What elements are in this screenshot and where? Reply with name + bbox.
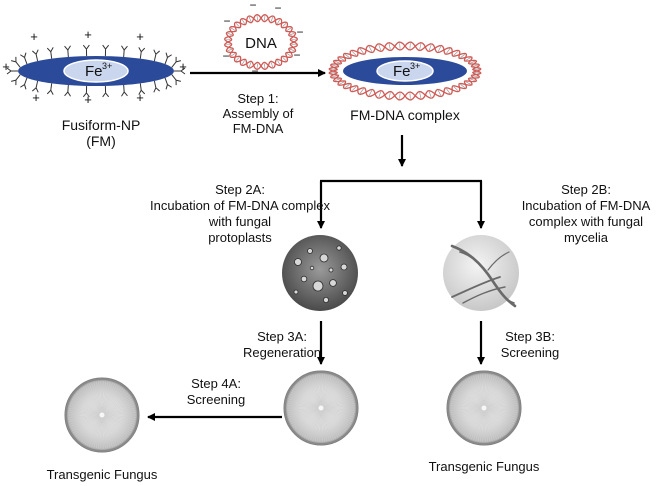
step2a-line3: with fungal (208, 214, 271, 229)
step1-line2: Assembly of (223, 106, 294, 121)
step3a-line1: Step 3A: (257, 329, 307, 344)
minus-sign: − (222, 49, 229, 63)
plus-sign: + (30, 29, 38, 44)
plus-sign: + (136, 29, 144, 44)
step3b-line2: Screening (501, 345, 560, 360)
negative-charges: − − − − − − − (222, 0, 303, 78)
plus-sign: + (84, 27, 92, 42)
step2a-line2: Incubation of FM-DNA complex (150, 198, 330, 213)
minus-sign: − (249, 0, 256, 12)
dna-plasmid: DNA − − − − − − − (222, 0, 303, 78)
plus-sign: + (136, 90, 144, 105)
step3a-line2: Regeneration (243, 345, 321, 360)
step2b-line4: mycelia (564, 230, 609, 245)
complex-fe-superscript: 3+ (410, 61, 420, 71)
step1-line3: FM-DNA (233, 121, 284, 136)
branch-arrows (317, 135, 485, 229)
culture-plate-left (64, 377, 140, 453)
dna-label: DNA (245, 35, 277, 52)
step2b-line1: Step 2B: (561, 182, 611, 197)
culture-plate-center (283, 370, 359, 446)
result-left-label: Transgenic Fungus (47, 467, 158, 482)
positive-charges: + + + + + + + + (2, 27, 187, 107)
fm-name-line1: Fusiform-NP (62, 117, 141, 133)
step2b-line3: complex with fungal (529, 214, 643, 229)
minus-sign: − (223, 14, 230, 28)
dna-wrap-icon (328, 41, 482, 101)
fe-core-superscript: 3+ (102, 61, 112, 71)
plus-sign: + (32, 90, 40, 105)
step4a-line1: Step 4A: (191, 376, 241, 391)
step4a-line2: Screening (187, 392, 246, 407)
step2a-line4: protoplasts (208, 230, 272, 245)
complex-fe-core (376, 60, 434, 82)
fe-core (63, 59, 129, 83)
minus-sign: − (251, 64, 258, 78)
result-right-label: Transgenic Fungus (429, 459, 540, 474)
protoplast-micrograph (282, 235, 358, 311)
minus-sign: − (293, 48, 300, 62)
fe-core-label: Fe (85, 63, 103, 80)
step1-line1: Step 1: (237, 91, 278, 106)
fm-nanoparticle: Fe 3+ + + + + + + + + Fusiform-NP (FM) (2, 27, 187, 149)
step3b-line1: Step 3B: (505, 329, 555, 344)
culture-plate-right (446, 370, 522, 446)
plus-sign: + (2, 59, 10, 74)
plus-sign: + (179, 59, 187, 74)
fm-name-line2: (FM) (86, 133, 116, 149)
surface-ligands-icon (6, 44, 186, 98)
mycelia-micrograph (443, 235, 519, 311)
dna-helix-icon (224, 14, 298, 70)
minus-sign: − (274, 1, 281, 15)
complex-name: FM-DNA complex (350, 107, 460, 123)
step2a-line1: Step 2A: (215, 182, 265, 197)
minus-sign: − (296, 25, 303, 39)
complex-fe-label: Fe (393, 63, 411, 80)
plus-sign: + (84, 92, 92, 107)
fm-dna-complex: Fe 3+ FM-DNA complex (328, 41, 482, 123)
step2b-line2: Incubation of FM-DNA (522, 198, 651, 213)
